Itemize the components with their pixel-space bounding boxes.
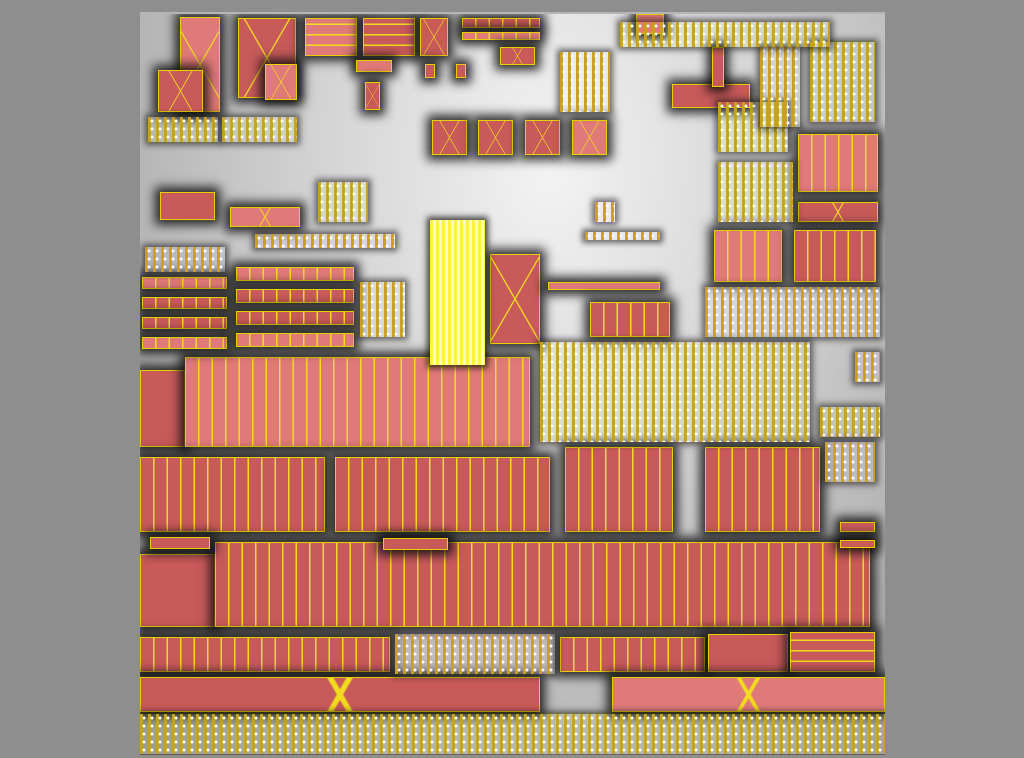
- uv-island[interactable]: [462, 32, 540, 40]
- uv-island[interactable]: [142, 317, 227, 329]
- uv-island[interactable]: [456, 64, 466, 78]
- uv-detail-cluster[interactable]: [825, 442, 875, 482]
- uv-island[interactable]: [708, 634, 788, 672]
- uv-island[interactable]: [265, 64, 297, 100]
- uv-island[interactable]: [714, 230, 782, 282]
- uv-detail-cluster[interactable]: [718, 162, 793, 222]
- uv-island[interactable]: [236, 289, 354, 303]
- uv-island[interactable]: [794, 230, 876, 282]
- uv-island[interactable]: [478, 120, 513, 155]
- uv-detail-cluster[interactable]: [820, 407, 880, 437]
- uv-island[interactable]: [356, 60, 392, 72]
- uv-island[interactable]: [432, 120, 467, 155]
- uv-island[interactable]: [140, 370, 185, 447]
- uv-island[interactable]: [236, 333, 354, 347]
- uv-island[interactable]: [160, 192, 215, 220]
- uv-detail-cluster[interactable]: [585, 232, 660, 240]
- uv-detail-cluster[interactable]: [595, 202, 615, 222]
- uv-island[interactable]: [158, 70, 203, 112]
- uv-detail-cluster[interactable]: [360, 282, 405, 337]
- uv-island[interactable]: [142, 337, 227, 349]
- uv-detail-cluster[interactable]: [145, 247, 225, 272]
- uv-island[interactable]: [798, 202, 878, 222]
- uv-island[interactable]: [565, 447, 673, 532]
- uv-island[interactable]: [150, 537, 210, 549]
- uv-detail-cluster[interactable]: [760, 47, 800, 127]
- uv-island[interactable]: [140, 677, 540, 712]
- uv-island[interactable]: [140, 554, 215, 627]
- uv-island[interactable]: [363, 18, 415, 56]
- uv-detail-cluster[interactable]: [560, 52, 610, 112]
- uv-island[interactable]: [142, 297, 227, 309]
- uv-island[interactable]: [185, 357, 530, 447]
- uv-island[interactable]: [572, 120, 607, 155]
- uv-detail-cluster[interactable]: [810, 42, 875, 122]
- uv-island[interactable]: [548, 282, 660, 290]
- uv-highlight-strips[interactable]: [430, 220, 485, 365]
- uv-detail-cluster[interactable]: [395, 634, 555, 674]
- uv-detail-cluster[interactable]: [705, 287, 880, 337]
- uv-island[interactable]: [215, 542, 870, 627]
- uv-island[interactable]: [230, 207, 300, 227]
- uv-island[interactable]: [612, 677, 885, 712]
- uv-island[interactable]: [490, 254, 540, 344]
- uv-island[interactable]: [383, 538, 448, 550]
- uv-island[interactable]: [305, 18, 357, 56]
- uv-detail-cluster[interactable]: [318, 182, 368, 222]
- uv-island[interactable]: [790, 632, 875, 672]
- uv-island[interactable]: [335, 457, 550, 532]
- uv-island[interactable]: [425, 64, 435, 78]
- uv-island[interactable]: [420, 18, 448, 56]
- uv-island[interactable]: [590, 302, 670, 337]
- uv-island[interactable]: [705, 447, 820, 532]
- uv-island[interactable]: [840, 522, 875, 532]
- uv-island[interactable]: [462, 18, 540, 28]
- uv-island[interactable]: [500, 47, 535, 65]
- uv-detail-cluster[interactable]: [620, 22, 830, 47]
- uv-detail-cluster[interactable]: [855, 352, 880, 382]
- uv-island[interactable]: [236, 267, 354, 281]
- uv-island[interactable]: [365, 82, 380, 110]
- uv-detail-cluster[interactable]: [255, 234, 395, 248]
- uv-island[interactable]: [140, 457, 325, 532]
- uv-island[interactable]: [236, 311, 354, 325]
- uv-island[interactable]: [142, 277, 227, 289]
- uv-island[interactable]: [140, 637, 390, 672]
- uv-detail-cluster[interactable]: [140, 714, 885, 754]
- uv-island[interactable]: [798, 134, 878, 192]
- uv-detail-cluster[interactable]: [222, 117, 297, 142]
- uv-island[interactable]: [712, 47, 724, 87]
- uv-detail-cluster[interactable]: [540, 342, 810, 442]
- uv-island[interactable]: [525, 120, 560, 155]
- uv-detail-cluster[interactable]: [148, 117, 218, 142]
- uv-island[interactable]: [840, 540, 875, 548]
- uv-island[interactable]: [560, 637, 705, 672]
- uv-layout-canvas[interactable]: [140, 12, 885, 755]
